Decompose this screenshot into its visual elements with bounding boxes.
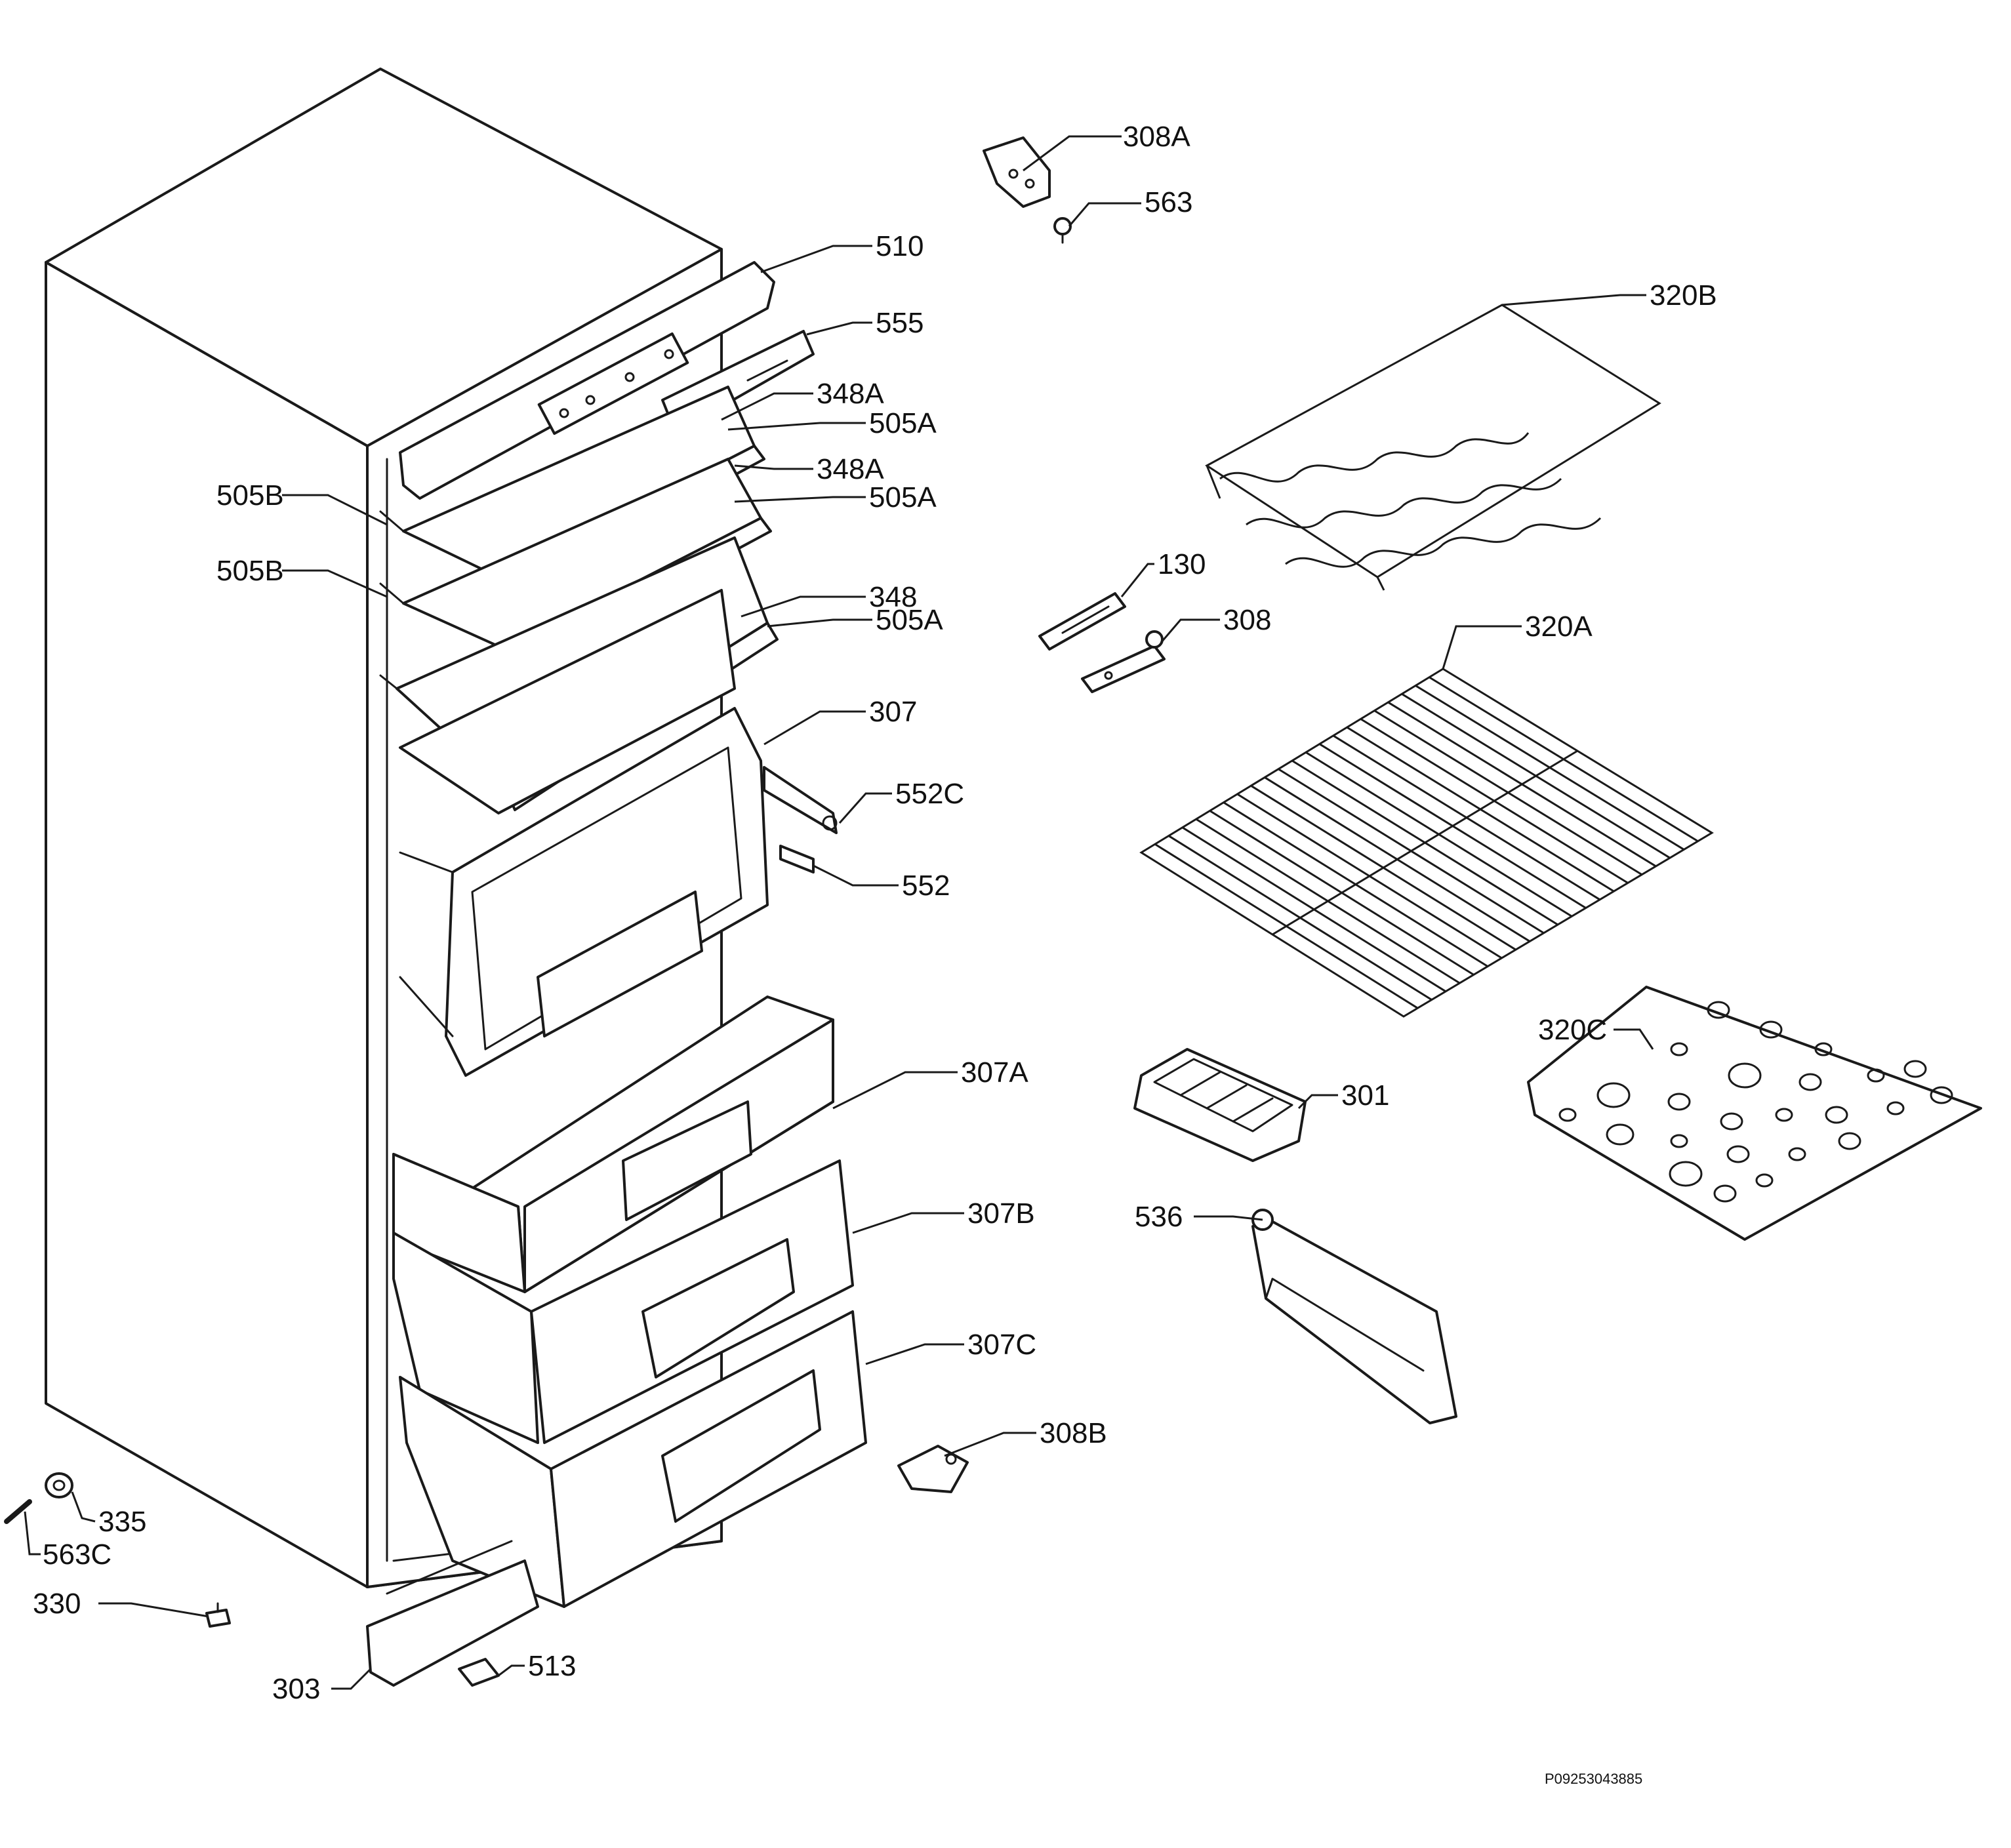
plate-hole <box>1670 1042 1688 1056</box>
plate-hole <box>1726 1145 1750 1163</box>
part-510-control-panel <box>399 261 775 500</box>
part-308a-bracket <box>983 136 1051 208</box>
label-505a-2: 505A <box>869 481 937 513</box>
label-307a: 307A <box>961 1056 1028 1089</box>
part-307c-drawer <box>399 1310 867 1608</box>
plate-hole <box>1798 1073 1822 1091</box>
plate-hole <box>1759 1020 1783 1039</box>
plate-hole <box>1596 1082 1631 1108</box>
label-307c: 307C <box>967 1329 1036 1361</box>
plate-hole <box>1667 1093 1691 1111</box>
label-330: 330 <box>33 1588 81 1620</box>
plate-hole <box>1838 1132 1861 1150</box>
part-320c-plate <box>1527 986 1982 1241</box>
label-335: 335 <box>98 1506 146 1538</box>
plate-hole <box>1728 1062 1762 1089</box>
part-307b-drawer <box>392 1159 854 1444</box>
label-552c: 552C <box>895 778 964 810</box>
label-563: 563 <box>1145 186 1192 218</box>
plate-hole <box>1558 1108 1577 1122</box>
label-510: 510 <box>876 230 924 262</box>
part-513-clip <box>458 1658 500 1687</box>
plate-hole <box>1788 1147 1806 1161</box>
part-308b-hinge <box>897 1445 969 1493</box>
plate-hole <box>1713 1184 1737 1203</box>
label-563c: 563C <box>43 1538 112 1571</box>
label-536: 536 <box>1135 1201 1183 1233</box>
part-labels: 308A 563 510 555 348A 505A 505B 348A 505… <box>33 121 1717 1787</box>
label-505b-2: 505B <box>216 555 284 587</box>
reference-code: P09253043885 <box>1545 1771 1642 1787</box>
part-307-drawer <box>399 589 769 1077</box>
label-308b: 308B <box>1040 1417 1107 1449</box>
plate-hole <box>1606 1123 1635 1146</box>
label-130: 130 <box>1158 548 1206 580</box>
label-348a-2: 348A <box>817 453 884 485</box>
label-301: 301 <box>1341 1079 1389 1112</box>
label-505b-1: 505B <box>216 479 284 512</box>
part-536-divider <box>1251 1209 1457 1424</box>
plate-hole <box>1903 1060 1927 1078</box>
label-320b: 320B <box>1650 279 1717 311</box>
plate-hole <box>1670 1134 1688 1148</box>
part-330-screw <box>205 1602 231 1628</box>
leader-lines <box>24 135 1654 1690</box>
part-130-clip <box>1038 592 1126 651</box>
label-308: 308 <box>1223 604 1271 636</box>
label-348a-1: 348A <box>817 378 884 410</box>
label-552: 552 <box>902 870 950 902</box>
label-320c: 320C <box>1538 1014 1607 1046</box>
label-505a-3: 505A <box>876 604 943 636</box>
plate-hole <box>1775 1108 1793 1122</box>
label-303: 303 <box>272 1673 320 1705</box>
part-307a-drawer <box>392 995 834 1293</box>
plate-hole <box>1867 1068 1885 1083</box>
label-555: 555 <box>876 307 924 339</box>
part-320b-bottle-rack <box>1205 304 1661 591</box>
part-301-ice-tray <box>1133 1048 1307 1162</box>
part-320a-wire-shelf <box>1139 668 1714 1018</box>
label-307: 307 <box>869 696 917 728</box>
plate-hole <box>1814 1042 1833 1056</box>
shelf-wire <box>1272 750 1578 936</box>
plate-hole <box>1825 1106 1848 1124</box>
plate-hole <box>1707 1001 1730 1019</box>
label-348: 348 <box>869 581 917 613</box>
part-552-runners <box>763 766 838 874</box>
plate-hole <box>1930 1086 1953 1104</box>
plate-hole <box>1755 1173 1774 1188</box>
part-303-kickplate <box>366 1540 539 1687</box>
label-505a-1: 505A <box>869 407 937 439</box>
part-563c-pin <box>4 1499 32 1524</box>
part-308-hinge <box>1081 630 1166 693</box>
label-513: 513 <box>528 1650 576 1682</box>
label-320a: 320A <box>1525 611 1593 643</box>
plate-hole <box>1886 1101 1905 1115</box>
part-563-screw <box>1053 217 1072 244</box>
part-335-foot <box>45 1472 73 1498</box>
plate-hole <box>1669 1161 1703 1187</box>
plate-hole <box>1720 1112 1743 1131</box>
label-308a: 308A <box>1123 121 1190 153</box>
label-307b: 307B <box>967 1197 1035 1230</box>
